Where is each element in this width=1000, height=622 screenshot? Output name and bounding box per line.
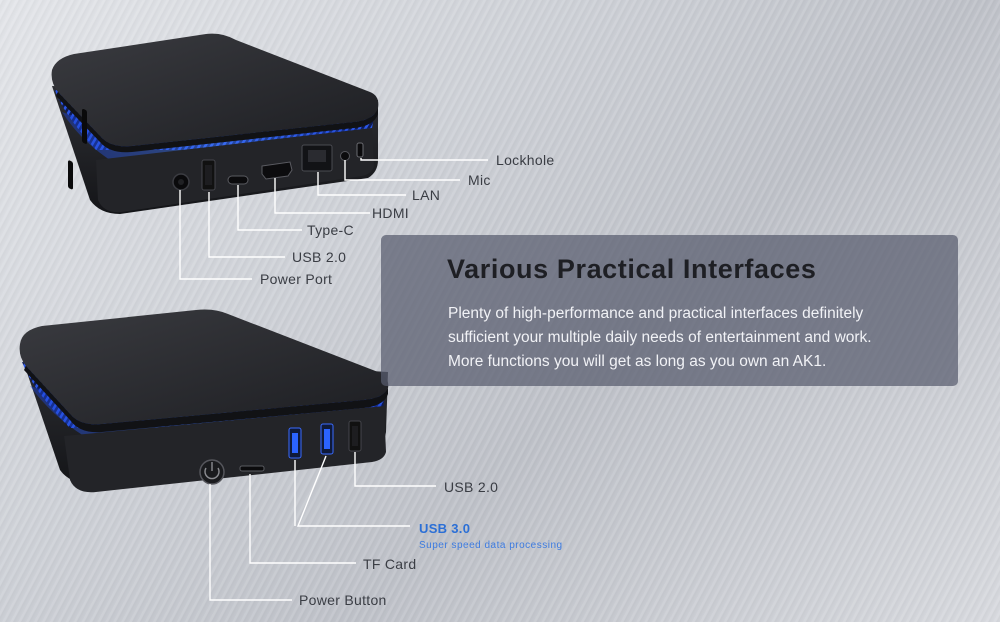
- label-type-c: Type-C: [307, 222, 354, 238]
- label-usb30: USB 3.0: [419, 521, 471, 536]
- bottom-device: [19, 309, 389, 493]
- panel-line: Plenty of high-performance and practical…: [448, 305, 864, 322]
- info-panel: Various Practical Interfaces Plenty of h…: [381, 235, 958, 386]
- label-power-port: Power Port: [260, 271, 333, 287]
- label-mic: Mic: [468, 172, 491, 188]
- label-usb20-top: USB 2.0: [292, 249, 347, 265]
- label-usb20-bottom: USB 2.0: [444, 479, 499, 495]
- label-tf-card: TF Card: [363, 556, 417, 572]
- label-lockhole: Lockhole: [496, 152, 555, 168]
- label-hdmi: HDMI: [372, 205, 409, 221]
- panel-line: More functions you will get as long as y…: [448, 353, 827, 370]
- panel-title: Various Practical Interfaces: [447, 254, 817, 284]
- label-lan: LAN: [412, 187, 441, 203]
- label-power-button: Power Button: [299, 592, 387, 608]
- top-device: [51, 33, 379, 214]
- bottom-leader-lines: [209, 452, 436, 601]
- panel-description: Plenty of high-performance and practical…: [448, 302, 948, 374]
- top-leader-lines: [179, 158, 488, 280]
- label-usb30-subtitle: Super speed data processing: [419, 540, 563, 551]
- panel-line: sufficient your multiple daily needs of …: [448, 329, 872, 346]
